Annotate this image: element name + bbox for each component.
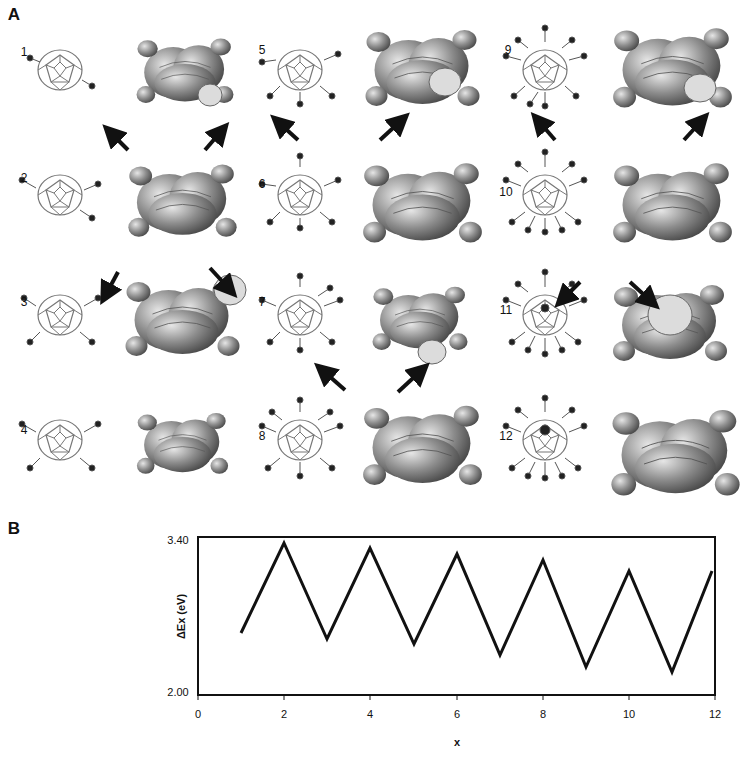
axis-tick-label: 2.00 [167, 687, 188, 698]
structure-number: 9 [505, 44, 512, 56]
axis-tick-label: 6 [454, 709, 460, 720]
structure-number: 8 [259, 430, 266, 442]
structure-number: 11 [500, 304, 512, 316]
structure-number: 7 [259, 296, 266, 308]
axis-tick-label: 2 [281, 709, 287, 720]
structure-number: 5 [259, 44, 266, 56]
structure-number: 1 [21, 46, 28, 58]
axis-tick-label: 10 [623, 709, 635, 720]
data-line [241, 543, 712, 672]
axis-tick-label: 4 [367, 709, 373, 720]
axis-title: x [454, 737, 460, 748]
structure-number: 3 [21, 296, 28, 308]
structure-number: 2 [21, 172, 28, 184]
structure-number: 12 [499, 430, 512, 442]
panel-letter: B [8, 520, 20, 537]
axis-tick-label: 12 [709, 709, 721, 720]
plot-frame [198, 537, 715, 695]
axis-tick-label: 0 [195, 709, 201, 720]
structure-number: 4 [21, 424, 28, 436]
axis-tick-label: 8 [540, 709, 546, 720]
axis-tick-label: 3.40 [167, 535, 188, 546]
panel-letter: A [8, 6, 20, 23]
axis-title: ΔEx (eV) [176, 593, 187, 638]
structure-number: 6 [259, 178, 266, 190]
structure-number: 10 [499, 186, 512, 198]
